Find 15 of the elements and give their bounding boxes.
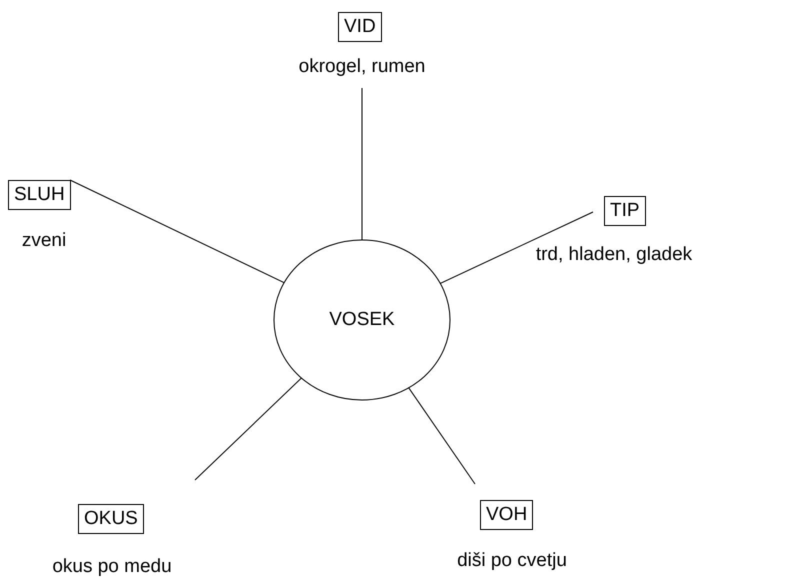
label-box: VOH [480,500,534,530]
label-box: SLUH [8,180,71,210]
label-box: TIP [604,196,646,226]
connector-line [194,378,302,480]
connector-line [70,180,285,284]
node-label: VOSEK [329,309,395,331]
description-text: trd, hladen, gladek [536,244,692,266]
connector-line [408,387,476,484]
description-text: okus po medu [52,556,172,578]
description-text: diši po cvetju [457,550,567,572]
connector-line [440,212,594,284]
description-text: zveni [22,230,66,252]
label-box: OKUS [78,504,144,534]
label-box: VID [338,12,382,42]
description-text: okrogel, rumen [298,56,426,78]
